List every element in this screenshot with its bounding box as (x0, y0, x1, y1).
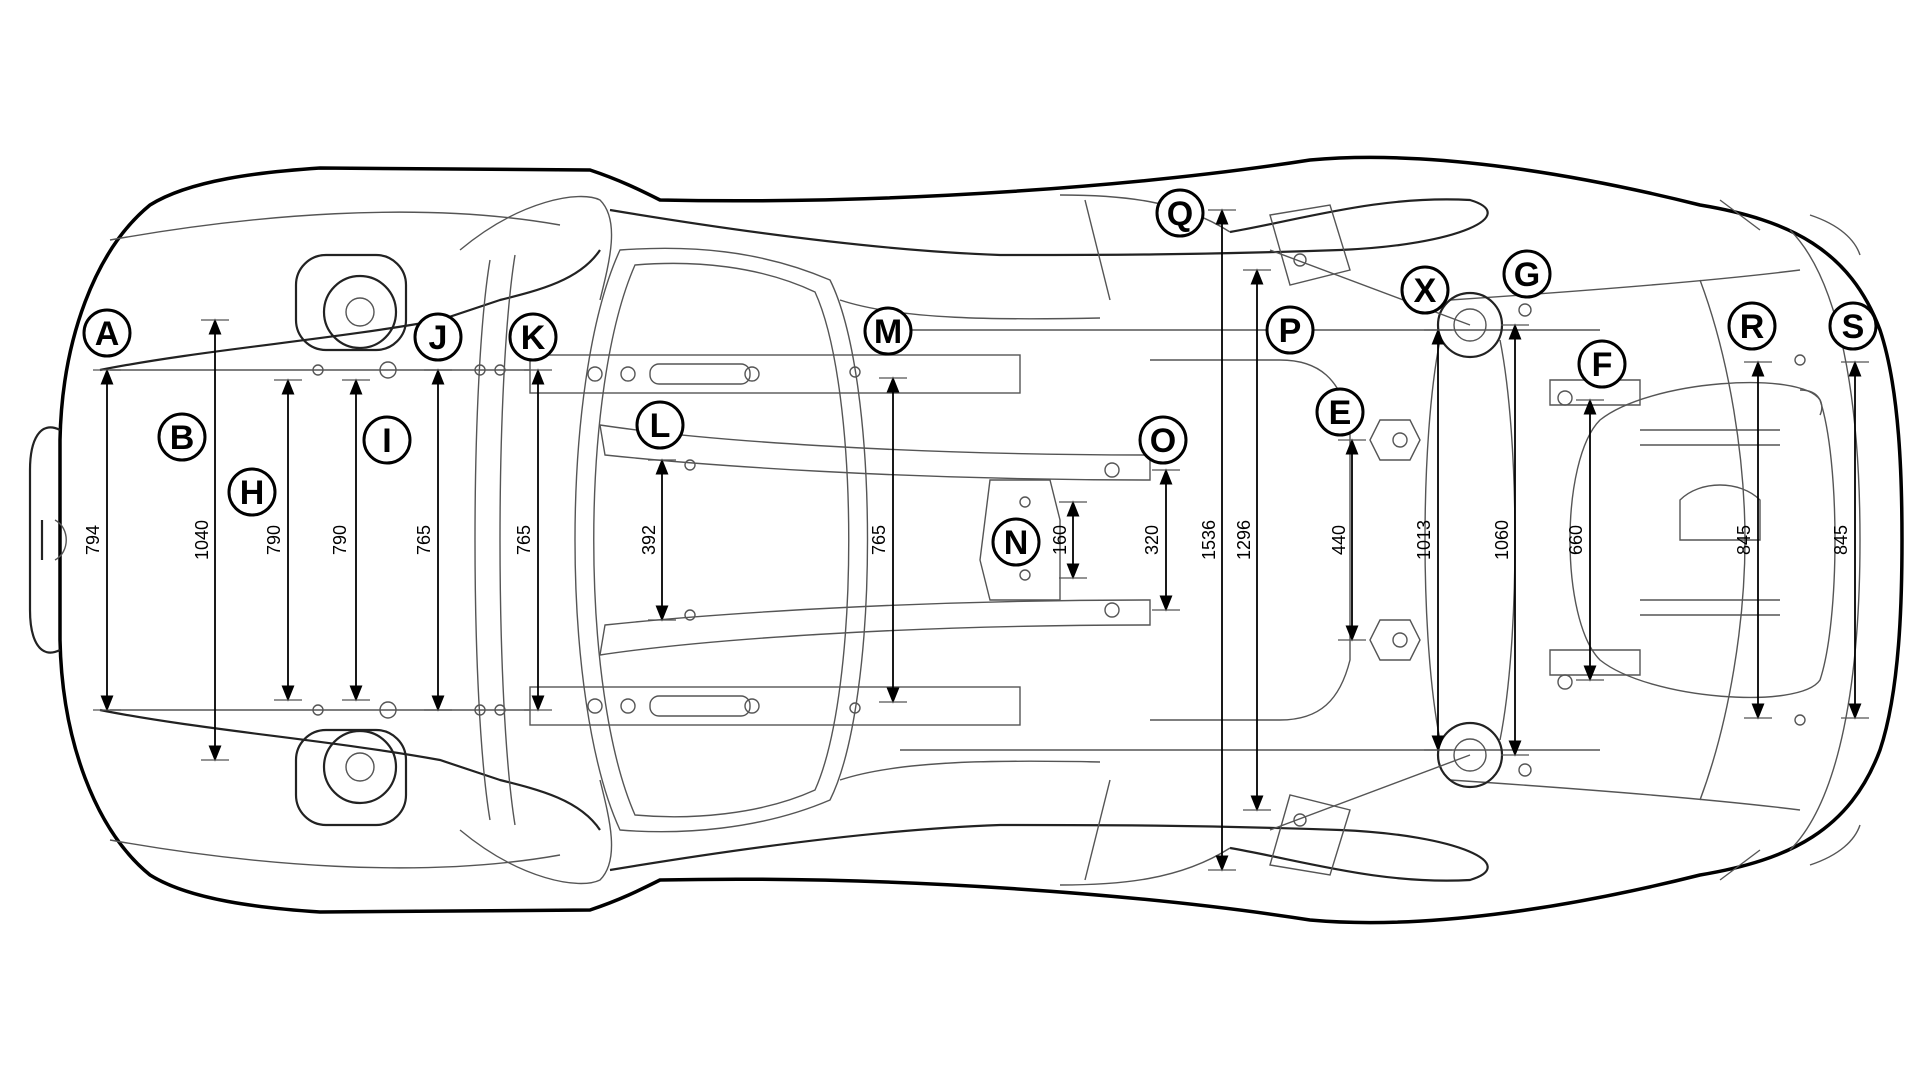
point-label-text: M (874, 313, 902, 351)
point-label-circle (1155, 188, 1205, 238)
point-label-text: J (429, 319, 448, 357)
point-label-text: A (95, 315, 120, 353)
point-label-text: E (1329, 394, 1352, 432)
point-label-circle (863, 306, 913, 356)
point-label-p: P (1265, 305, 1315, 355)
point-label-s: S (1828, 301, 1878, 351)
dim-845-a: 845 (1734, 525, 1754, 555)
point-label-circle (82, 308, 132, 358)
point-label-text: X (1414, 272, 1437, 310)
front-frame-rails (110, 354, 1021, 726)
point-label-n: N (991, 517, 1041, 567)
point-label-text: R (1740, 308, 1765, 346)
point-label-text: K (521, 319, 546, 357)
dim-1296: 1296 (1234, 520, 1254, 560)
point-label-text: G (1514, 256, 1540, 294)
dim-765-b: 765 (514, 525, 534, 555)
dim-845-b: 845 (1831, 525, 1851, 555)
dim-1536: 1536 (1199, 520, 1219, 560)
point-label-circle (1727, 301, 1777, 351)
point-label-text: I (382, 422, 391, 460)
point-label-circle (227, 467, 277, 517)
point-label-g: G (1502, 249, 1552, 299)
point-label-circle (1315, 387, 1365, 437)
point-label-circle (1502, 249, 1552, 299)
dim-1040: 1040 (192, 520, 212, 560)
point-label-e: E (1315, 387, 1365, 437)
dim-794: 794 (83, 525, 103, 555)
point-label-circle (991, 517, 1041, 567)
point-label-circle (635, 400, 685, 450)
dim-790-a: 790 (264, 525, 284, 555)
dim-440: 440 (1329, 525, 1349, 555)
point-label-circle (508, 312, 558, 362)
point-label-text: L (650, 407, 671, 445)
point-label-circle (1577, 339, 1627, 389)
point-label-text: H (240, 474, 265, 512)
point-label-o: O (1138, 415, 1188, 465)
point-label-text: B (170, 419, 195, 457)
point-label-text: P (1279, 312, 1302, 350)
dim-660: 660 (1566, 525, 1586, 555)
dimension-lines (93, 208, 1869, 872)
point-label-circle (362, 415, 412, 465)
dim-392: 392 (639, 525, 659, 555)
point-label-circle (1265, 305, 1315, 355)
dimension-values: 794 1040 790 790 765 765 392 765 160 320… (83, 520, 1851, 560)
point-label-i: I (362, 415, 412, 465)
point-label-b: B (157, 412, 207, 462)
point-label-x: X (1400, 265, 1450, 315)
point-label-circle (413, 312, 463, 362)
point-label-circle (1828, 301, 1878, 351)
point-label-a: A (82, 308, 132, 358)
front-wheel-arches (294, 253, 408, 827)
dim-1013: 1013 (1414, 520, 1434, 560)
point-label-m: M (863, 306, 913, 356)
point-labels: A B H I J K L M N O Q P X G E F R S (82, 188, 1878, 567)
point-label-text: O (1150, 422, 1176, 460)
point-label-circle (1138, 415, 1188, 465)
reference-point-markers (312, 253, 1806, 827)
point-label-j: J (413, 312, 463, 362)
point-label-text: N (1004, 524, 1029, 562)
point-label-text: F (1592, 346, 1613, 384)
point-label-r: R (1727, 301, 1777, 351)
point-label-q: Q (1155, 188, 1205, 238)
dim-765-c: 765 (869, 525, 889, 555)
dim-160: 160 (1050, 525, 1070, 555)
point-label-l: L (635, 400, 685, 450)
dim-320: 320 (1142, 525, 1162, 555)
point-label-f: F (1577, 339, 1627, 389)
dim-790-b: 790 (330, 525, 350, 555)
point-label-h: H (227, 467, 277, 517)
point-label-text: S (1842, 308, 1865, 346)
point-label-circle (1400, 265, 1450, 315)
point-label-circle (157, 412, 207, 462)
dim-765-a: 765 (414, 525, 434, 555)
dim-1060: 1060 (1492, 520, 1512, 560)
point-label-text: Q (1167, 195, 1193, 233)
car-body-outline (28, 155, 1904, 925)
point-label-k: K (508, 312, 558, 362)
